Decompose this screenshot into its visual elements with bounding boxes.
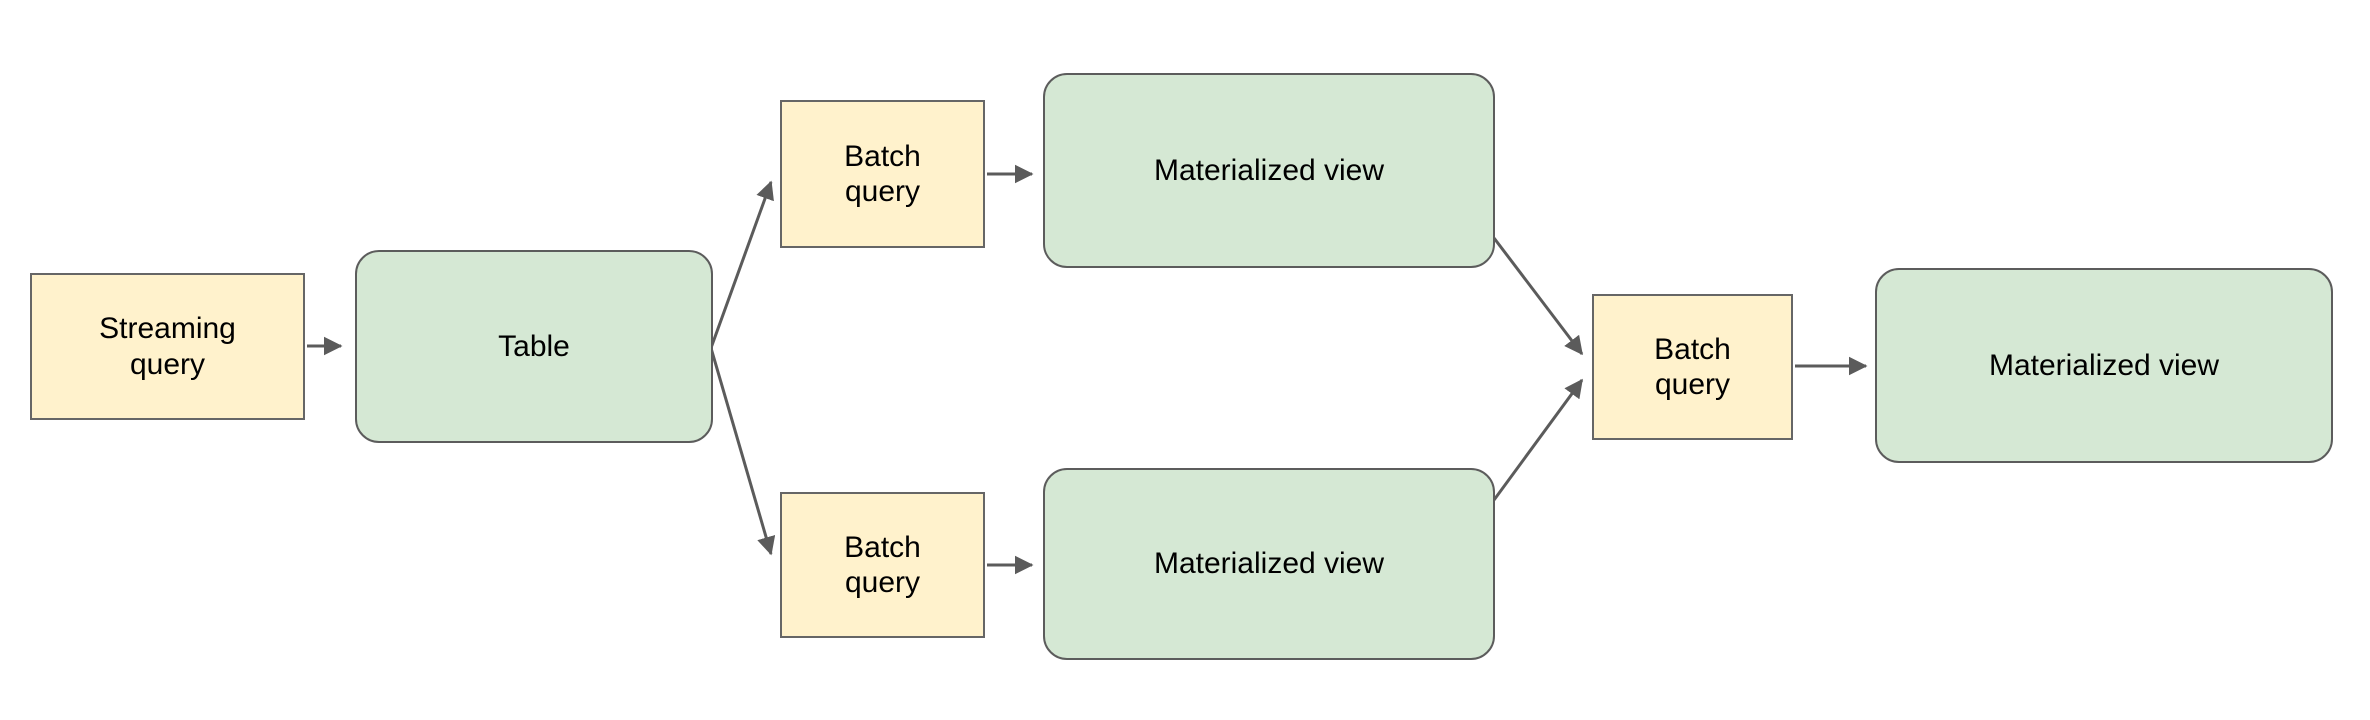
node-materialized-view-bottom[interactable]: Materialized view (1043, 468, 1495, 660)
node-materialized-view-bottom-label: Materialized view (1153, 547, 1385, 581)
node-materialized-view-right-label: Materialized view (1988, 348, 2220, 382)
node-materialized-view-top-label: Materialized view (1153, 153, 1385, 187)
node-batch-query-bottom-label: Batch query (844, 530, 921, 599)
edge-table-to-batch-top (709, 180, 774, 349)
edge-table-to-batch-bottom (709, 347, 776, 556)
edge-mv-bottom-to-batch-center (1492, 378, 1584, 501)
node-batch-query-center-label: Batch query (1654, 332, 1731, 401)
node-batch-query-bottom[interactable]: Batch query (780, 492, 985, 638)
edge-mv-top-to-batch-center (1492, 237, 1584, 356)
node-batch-query-top-label: Batch query (844, 139, 921, 208)
node-table-label: Table (498, 329, 570, 363)
node-streaming-query-label: Streaming query (99, 312, 236, 381)
node-materialized-view-top[interactable]: Materialized view (1043, 73, 1495, 268)
node-streaming-query[interactable]: Streaming query (30, 273, 305, 420)
node-materialized-view-right[interactable]: Materialized view (1875, 268, 2333, 463)
node-batch-query-top[interactable]: Batch query (780, 100, 985, 248)
node-table[interactable]: Table (355, 250, 713, 443)
node-batch-query-center[interactable]: Batch query (1592, 294, 1793, 440)
